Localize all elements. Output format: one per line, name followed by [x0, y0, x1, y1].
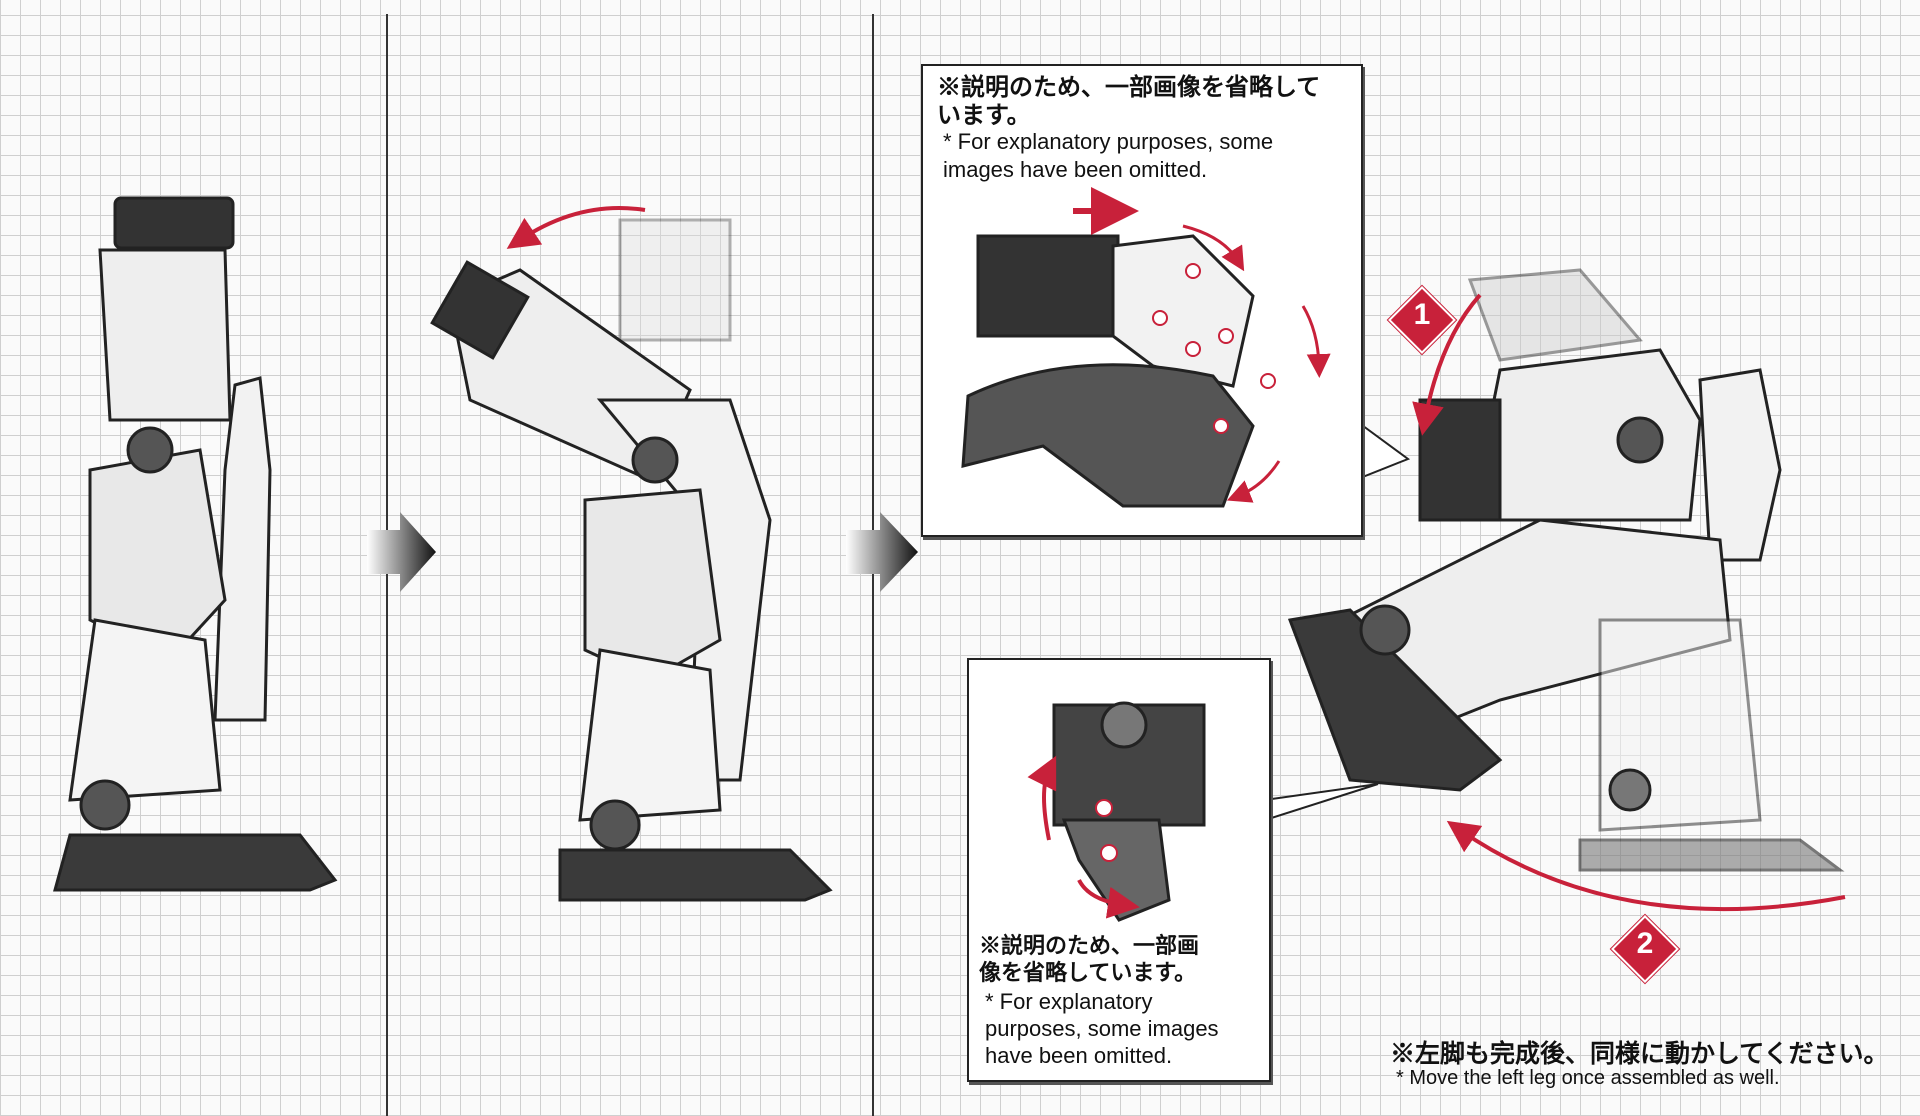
rotate-arrow-1	[1412, 293, 1482, 436]
callout-top-en: * For explanatory purposes, some images …	[943, 129, 1274, 182]
step-arrow-2	[846, 512, 918, 592]
step-badge-1-label: 1	[1413, 298, 1431, 331]
callout-top-jp: ※説明のため、一部画像を省略しています。	[937, 74, 1321, 129]
detail-joint-illustration	[961, 187, 1331, 508]
callout-detail-bottom: ※説明のため、一部画像を省略しています。 * For explanatory p…	[967, 658, 1271, 1082]
rotate-arrow-2	[1446, 820, 1846, 912]
footer-note-jp: ※左脚も完成後、同様に動かしてください。	[1390, 1040, 1889, 1068]
leg-thigh-raised-illustration	[430, 218, 833, 902]
step-arrow-1	[367, 512, 436, 592]
callout-bottom-jp: ※説明のため、一部画像を省略しています。	[979, 933, 1200, 985]
callout-bottom-en: * For explanatory purposes, some images …	[985, 989, 1219, 1068]
leg-bent-illustration	[1287, 268, 1845, 872]
footer-note-en: * Move the left leg once assembled as we…	[1396, 1067, 1780, 1089]
step-badge-2-label: 2	[1636, 927, 1654, 960]
leg-straight-illustration	[53, 196, 338, 892]
rotate-arrow-leg2	[506, 206, 646, 249]
detail-knee-illustration	[1027, 701, 1206, 922]
callout-detail-top: ※説明のため、一部画像を省略しています。 * For explanatory p…	[921, 64, 1363, 537]
